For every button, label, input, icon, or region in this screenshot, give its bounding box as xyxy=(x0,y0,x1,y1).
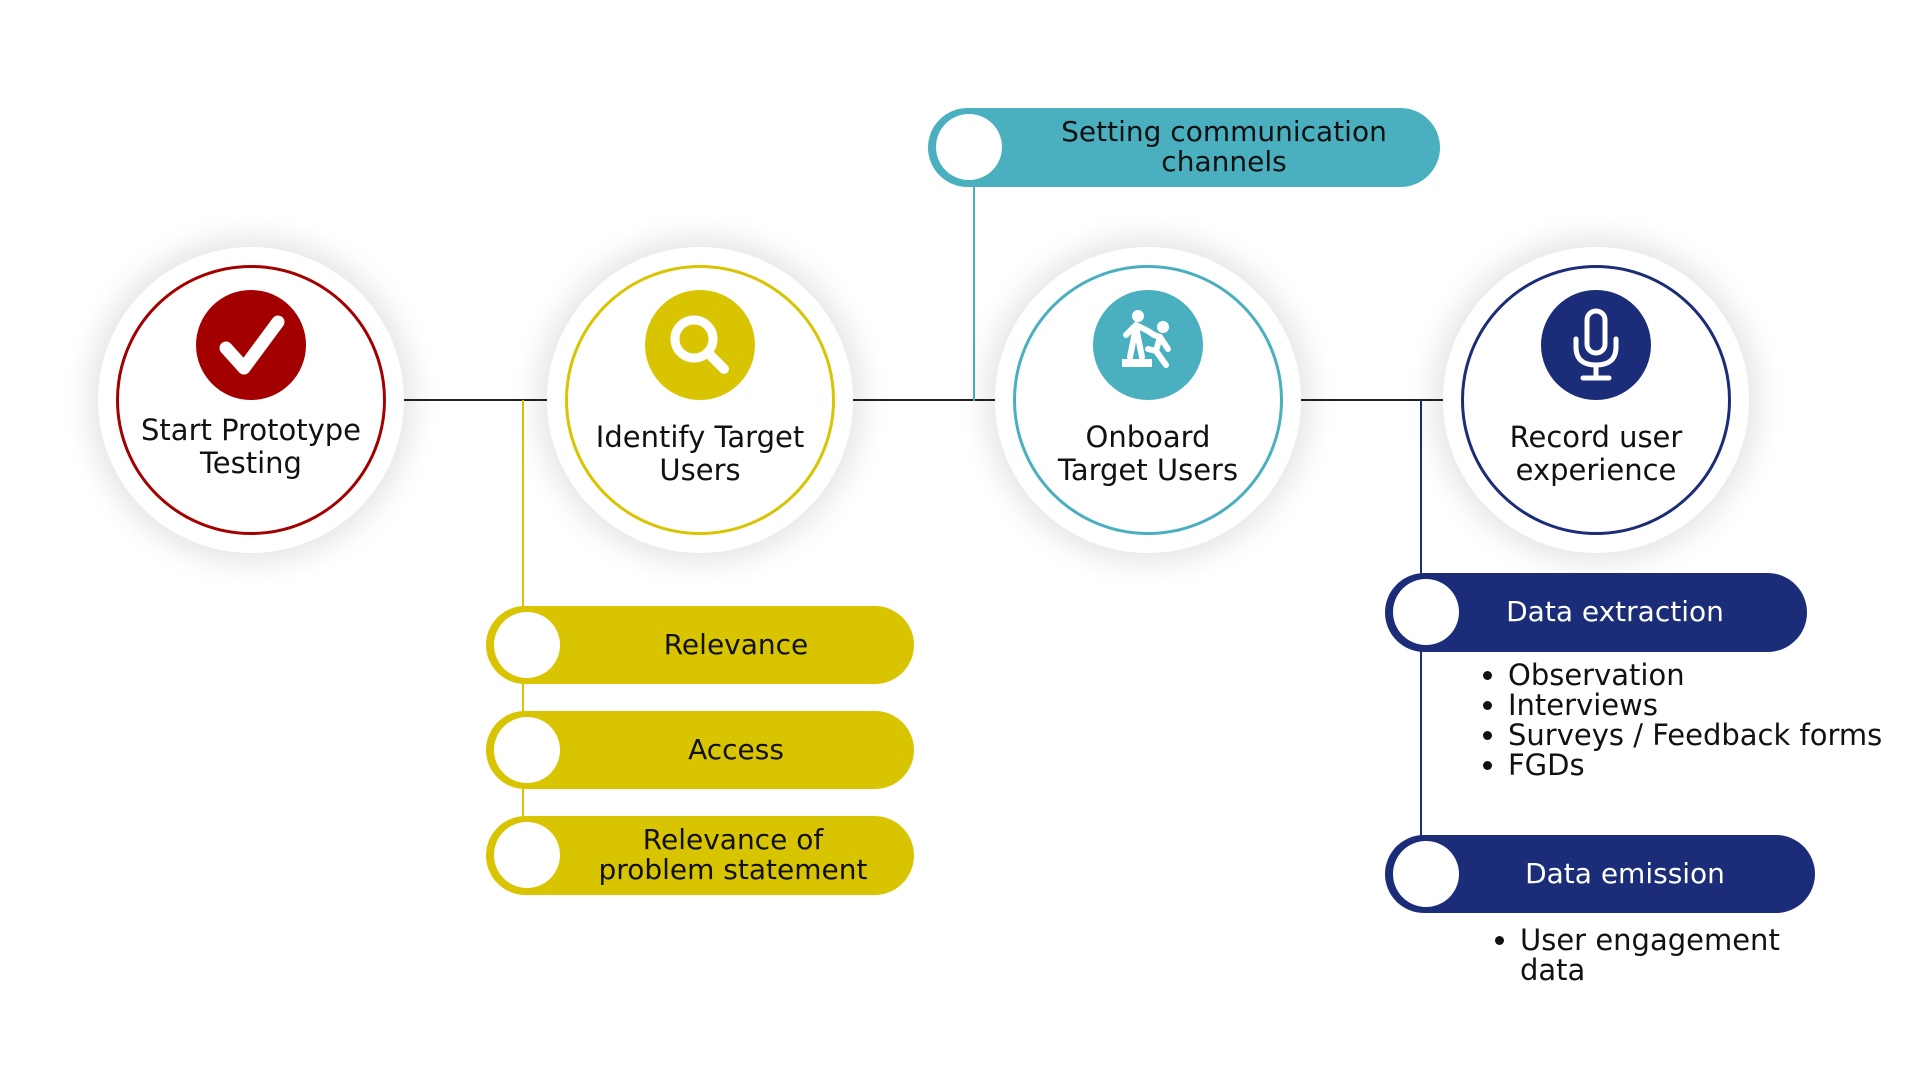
pill-access: Access xyxy=(486,711,914,789)
node-label: Start Prototype Testing xyxy=(116,414,386,480)
connector-1-2 xyxy=(400,399,550,401)
list-item: Surveys / Feedback forms xyxy=(1508,720,1882,750)
node-ring xyxy=(565,265,835,535)
pill-data-extraction: Data extraction xyxy=(1385,573,1807,652)
pill-relevance-of-problem-statement: Relevance of problem statement xyxy=(486,816,914,895)
pill-setting-communication-channels: Setting communication channels xyxy=(928,108,1440,187)
pill-data-emission: Data emission xyxy=(1385,835,1815,913)
list-item: Interviews xyxy=(1508,690,1882,720)
pill-label: Setting communication channels xyxy=(1018,117,1430,177)
pill-relevance: Relevance xyxy=(486,606,914,684)
pill-label-line: channels xyxy=(1161,145,1287,178)
connector-3-4 xyxy=(1298,399,1448,401)
data-emission-list: User engagement data xyxy=(1492,925,1780,985)
node-label-line: Identify Target xyxy=(595,420,805,454)
node-label-line: Record user xyxy=(1509,420,1683,454)
magnifier-icon xyxy=(645,290,755,400)
node-label: Record user experience xyxy=(1461,421,1731,487)
pill-label: Relevance xyxy=(663,628,809,661)
pill-label: Relevance of problem statement xyxy=(558,825,908,885)
list-item: FGDs xyxy=(1508,750,1882,780)
pill-label: Data extraction xyxy=(1506,595,1724,628)
pill-bullet-dot xyxy=(1393,579,1459,645)
microphone-icon xyxy=(1541,290,1651,400)
data-extraction-list: Observation Interviews Surveys / Feedbac… xyxy=(1480,660,1882,780)
connector-2-3 xyxy=(850,399,998,401)
pill-bullet-dot xyxy=(494,612,560,678)
node-label-line: Target Users xyxy=(1057,453,1239,487)
onboard-branch-line xyxy=(973,183,975,401)
pill-bullet-dot xyxy=(1393,841,1459,907)
node-label-line: experience xyxy=(1515,453,1677,487)
node-label-line: Users xyxy=(659,453,741,487)
pill-label-line: Setting communication xyxy=(1061,115,1387,148)
node-label: Onboard Target Users xyxy=(1013,421,1283,487)
pill-bullet-dot xyxy=(494,717,560,783)
node-label-line: Onboard xyxy=(1085,420,1211,454)
pill-label: Access xyxy=(688,733,784,766)
pill-label: Data emission xyxy=(1525,857,1725,890)
helping-hand-icon xyxy=(1093,290,1203,400)
list-item: User engagement data xyxy=(1520,925,1780,985)
list-item-line: User engagement xyxy=(1520,923,1780,957)
list-item-line: data xyxy=(1520,953,1586,987)
node-label-line: Testing xyxy=(200,446,302,480)
list-item: Observation xyxy=(1508,660,1882,690)
pill-label-line: Relevance of xyxy=(642,823,824,856)
pill-label-line: problem statement xyxy=(598,853,868,886)
node-label-line: Start Prototype xyxy=(141,413,361,447)
pill-bullet-dot xyxy=(936,114,1002,180)
pill-bullet-dot xyxy=(494,822,560,888)
node-label: Identify Target Users xyxy=(565,421,835,487)
checkmark-icon xyxy=(196,290,306,400)
